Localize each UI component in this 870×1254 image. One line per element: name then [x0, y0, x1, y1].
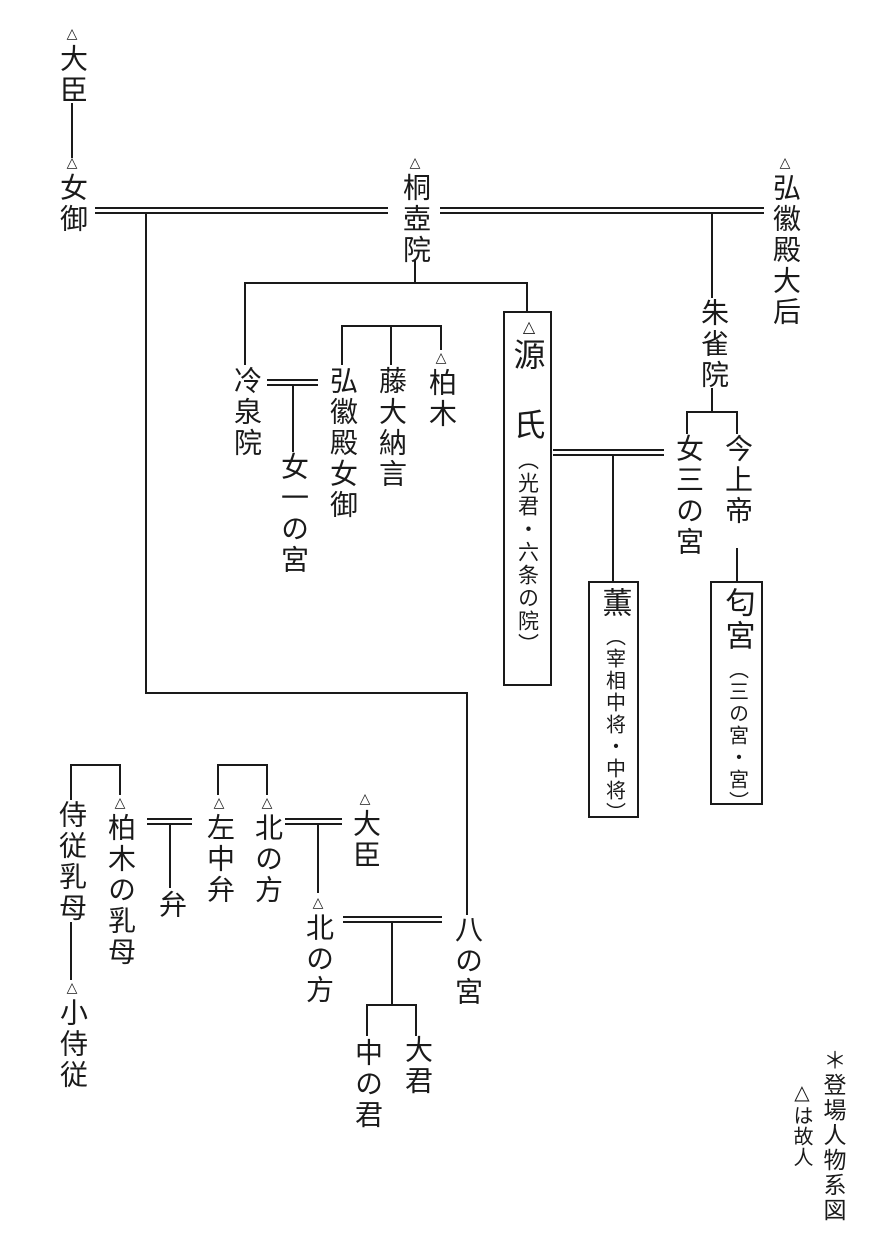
- deceased-triangle-icon: △: [519, 317, 537, 338]
- person-kashiwagi: △柏木: [425, 350, 456, 430]
- deceased-triangle-icon: △: [310, 895, 325, 913]
- person-kita-no-kata-mother: △北の方: [251, 795, 282, 906]
- legend-deceased-note: △は故人: [790, 1080, 812, 1168]
- person-onna-ichi-no-miya: 女一の宮: [277, 452, 308, 576]
- person-to-dainagon: 藤大納言: [375, 366, 406, 490]
- person-box-niou-miya: 匂宮 （三の宮・宮）: [710, 581, 763, 813]
- person-sachuben: △左中弁: [203, 795, 234, 906]
- children-line-kiritsubo: [245, 282, 528, 284]
- drop-line-reizei: [244, 282, 246, 365]
- person-kokiden-nyogo: 弘徽殿女御: [326, 366, 357, 521]
- person-kokiden-taigo: △弘徽殿大后: [769, 155, 800, 328]
- marriage-line-menoto-sachuben: [147, 818, 192, 825]
- drop-line-genji: [526, 282, 528, 312]
- person-oigimi: 大君: [401, 1035, 432, 1097]
- descent-line-hachi-children: [391, 923, 393, 1006]
- deceased-triangle-icon: △: [64, 155, 79, 173]
- niou-titles: （三の宮・宮）: [725, 659, 748, 813]
- drop-line-kashiwagi: [440, 325, 442, 350]
- deceased-triangle-icon: △: [433, 350, 448, 368]
- person-nyogo: △女御: [56, 155, 87, 235]
- deceased-triangle-icon: △: [407, 155, 422, 173]
- person-kiritsubo-in: △桐壺院: [399, 155, 430, 266]
- drop-line-suzaku: [711, 214, 713, 298]
- branch-line-hachi-vertical-right: [466, 692, 468, 915]
- person-minister-bottom: △大臣: [349, 791, 380, 871]
- descent-line-kojiju: [70, 922, 72, 980]
- descent-line-kiritsubo: [414, 260, 416, 284]
- drop-line-kokiden-nyogo: [341, 325, 343, 365]
- drop-line-ben: [169, 825, 171, 888]
- drop-line-kashiwagi-menoto: [119, 764, 121, 795]
- person-suzaku-in: 朱雀院: [697, 298, 728, 391]
- deceased-triangle-icon: △: [259, 795, 274, 813]
- person-jiju-menoto: 侍従乳母: [55, 800, 86, 924]
- drop-line-niou: [736, 548, 738, 581]
- deceased-triangle-icon: △: [211, 795, 226, 813]
- person-reizei-in: 冷泉院: [230, 366, 261, 459]
- deceased-triangle-icon: △: [357, 791, 372, 809]
- genji-name: △源 氏: [509, 317, 546, 443]
- person-onna-san-no-miya: 女三の宮: [672, 434, 703, 558]
- person-hachi-no-miya: 八の宮: [451, 915, 482, 1008]
- branch-line-hachi-horizontal: [145, 692, 468, 694]
- sibling-line-kashiwagi-group: [342, 325, 442, 327]
- drop-line-onna-ichi-no-miya: [292, 385, 294, 452]
- sibling-line-nurses: [70, 764, 121, 766]
- children-line-suzaku: [687, 411, 738, 413]
- person-naka-no-kimi: 中の君: [351, 1038, 382, 1131]
- sibling-line-sachuben-kita: [217, 764, 268, 766]
- marriage-line-genji-onnasan: [553, 449, 664, 456]
- drop-line-naka-no-kimi: [366, 1004, 368, 1036]
- drop-line-to-dainagon: [390, 325, 392, 365]
- marriage-line-hachi: [343, 916, 442, 923]
- marriage-line-kiritsubo-left: [95, 207, 388, 214]
- descent-line-minister-nyogo: [71, 103, 73, 158]
- kaoru-name: 薫: [597, 587, 631, 620]
- drop-line-kita-no-kata-mother: [266, 764, 268, 795]
- person-kinjo-tei: 今上帝: [721, 434, 752, 527]
- deceased-triangle-icon: △: [64, 980, 79, 998]
- person-kashiwagi-no-menoto: △柏木の乳母: [104, 795, 135, 968]
- niou-name: 匂宮: [720, 587, 754, 653]
- drop-line-kinjo-tei: [736, 411, 738, 434]
- person-kojiju: △小侍従: [56, 980, 87, 1091]
- marriage-line-kita-minister: [285, 818, 342, 825]
- drop-line-onna-san-no-miya: [686, 411, 688, 434]
- person-box-kaoru: 薫 （宰相中将・中将）: [588, 581, 639, 824]
- descent-line-suzaku: [711, 388, 713, 413]
- diagram-title: ＊登場人物系図: [820, 1048, 845, 1223]
- genji-epithets: （光君・六条の院）: [515, 449, 540, 656]
- drop-line-oigimi: [415, 1004, 417, 1036]
- drop-line-kita-no-kata-wife: [317, 825, 319, 893]
- deceased-triangle-icon: △: [64, 26, 79, 44]
- person-box-genji: △源 氏 （光君・六条の院）: [503, 311, 552, 686]
- children-line-hachi: [366, 1004, 417, 1006]
- drop-line-jiju-menoto: [70, 764, 72, 800]
- person-ben: 弁: [155, 890, 186, 921]
- person-kita-no-kata-wife: △北の方: [302, 895, 333, 1006]
- deceased-triangle-icon: △: [777, 155, 792, 173]
- deceased-triangle-icon: △: [112, 795, 127, 813]
- marriage-line-kiritsubo-right: [440, 207, 764, 214]
- kaoru-titles: （宰相中将・中将）: [602, 626, 625, 824]
- drop-line-kaoru: [612, 455, 614, 581]
- drop-line-sachuben: [217, 764, 219, 795]
- person-minister-top: △大臣: [56, 26, 87, 106]
- branch-line-hachi-vertical-left: [145, 214, 147, 694]
